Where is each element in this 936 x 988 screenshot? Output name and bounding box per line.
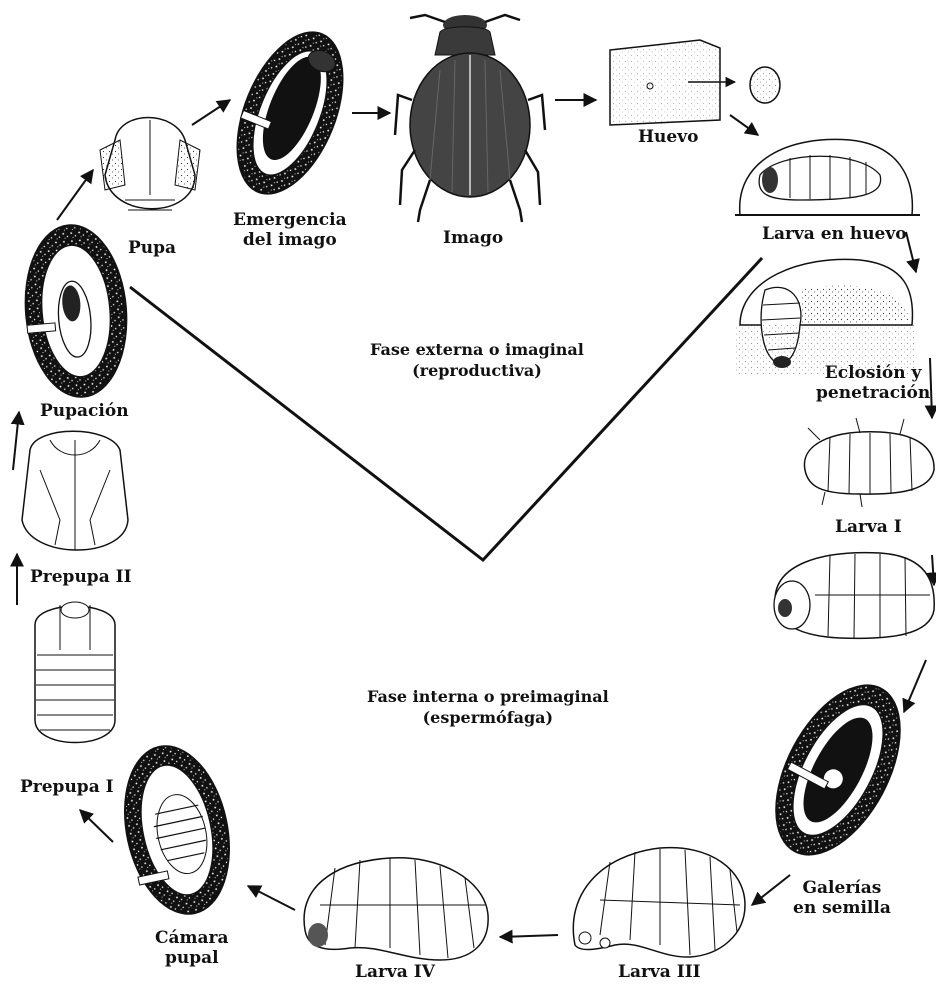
prepupa-ii-illustration	[22, 431, 128, 550]
label-galerias: Galerías en semilla	[793, 878, 891, 918]
label-galerias-line1: Galerías	[793, 878, 891, 898]
pupal-chamber-illustration	[110, 736, 243, 923]
label-camara-pupal: Cámara pupal	[155, 928, 229, 968]
label-huevo: Huevo	[638, 127, 698, 147]
label-galerias-line2: en semilla	[793, 898, 891, 918]
label-larva-i: Larva I	[835, 517, 902, 537]
larva-in-egg-illustration	[735, 139, 920, 215]
seed-gallery-illustration	[751, 665, 926, 874]
adult-beetle-illustration	[395, 15, 545, 222]
label-emergencia: Emergencia del imago	[233, 210, 347, 250]
label-prepupa-i: Prepupa I	[20, 777, 114, 797]
larva-iii-illustration	[573, 848, 745, 957]
label-eclosion-line1: Eclosión y	[816, 363, 930, 383]
phase-external-label: Fase externa o imaginal (reproductiva)	[370, 339, 584, 381]
label-eclosion: Eclosión y penetración	[816, 363, 930, 403]
egg-illustration	[610, 40, 780, 125]
phase-internal-line2: (espermófaga)	[367, 707, 609, 728]
larva-ii-illustration	[774, 553, 934, 639]
phase-internal-label: Fase interna o preimaginal (espermófaga)	[367, 686, 609, 728]
pupation-illustration	[19, 221, 134, 401]
label-camara-line2: pupal	[155, 948, 229, 968]
phase-divider-v	[130, 258, 762, 560]
emergence-illustration	[216, 17, 363, 208]
pupa-illustration	[100, 118, 200, 211]
larva-iv-illustration	[304, 858, 488, 960]
label-larva-iv: Larva IV	[355, 962, 435, 982]
label-emergencia-line2: del imago	[233, 230, 347, 250]
prepupa-i-illustration	[35, 602, 115, 743]
label-prepupa-ii: Prepupa II	[30, 567, 132, 587]
phase-external-line1: Fase externa o imaginal	[370, 339, 584, 360]
label-larva-iii: Larva III	[618, 962, 701, 982]
larva-i-illustration	[804, 418, 934, 507]
label-camara-line1: Cámara	[155, 928, 229, 948]
label-pupa: Pupa	[128, 238, 176, 258]
label-pupacion: Pupación	[40, 401, 129, 421]
hatching-illustration	[735, 259, 915, 375]
label-eclosion-line2: penetración	[816, 383, 930, 403]
phase-internal-line1: Fase interna o preimaginal	[367, 686, 609, 707]
label-emergencia-line1: Emergencia	[233, 210, 347, 230]
label-larva-en-huevo: Larva en huevo	[762, 224, 907, 244]
phase-external-line2: (reproductiva)	[370, 360, 584, 381]
label-imago: Imago	[443, 228, 503, 248]
